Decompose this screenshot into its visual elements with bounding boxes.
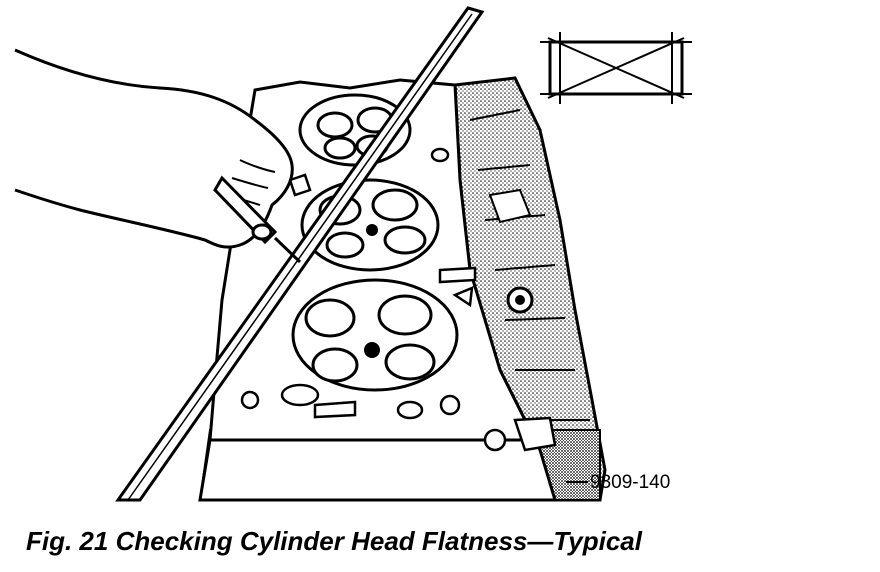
figure-caption: Fig. 21 Checking Cylinder Head Flatness—… xyxy=(26,526,642,556)
combustion-chamber-3 xyxy=(291,278,459,392)
measurement-pattern-diagram xyxy=(540,32,692,104)
cylinder-head-illustration xyxy=(14,6,692,502)
head-side-wall xyxy=(453,76,607,502)
straightedge xyxy=(115,6,485,502)
figure-id-label: 9309-140 xyxy=(590,472,671,493)
hand-with-feeler-gauge xyxy=(14,48,302,264)
